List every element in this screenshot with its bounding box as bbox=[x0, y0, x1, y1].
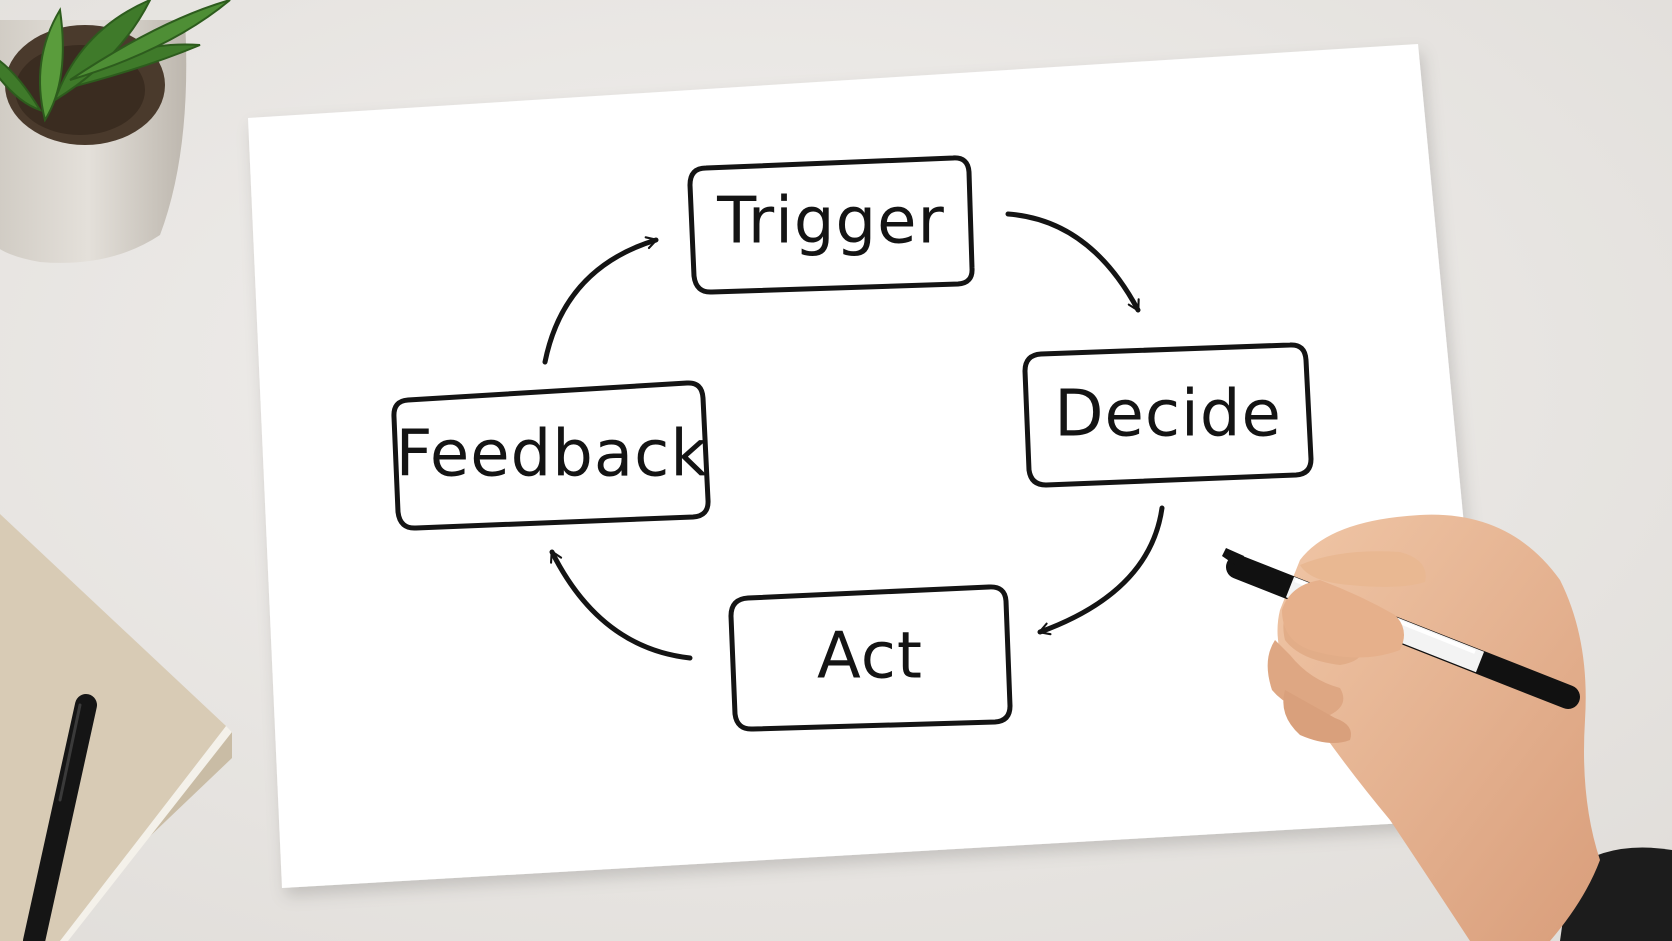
node-box-decide bbox=[1022, 342, 1314, 488]
thumb bbox=[1282, 580, 1404, 658]
node-label-feedback: Feedback bbox=[396, 418, 709, 492]
node-box-feedback bbox=[391, 380, 711, 531]
node-label-decide: Decide bbox=[1054, 378, 1282, 452]
pen-icon bbox=[23, 694, 97, 941]
arrow-act-to-feedback bbox=[549, 549, 693, 661]
node-box-trigger bbox=[687, 155, 975, 295]
diagram bbox=[391, 155, 1314, 732]
node-label-trigger: Trigger bbox=[716, 185, 945, 259]
arrow-feedback-to-trigger bbox=[542, 236, 659, 365]
paper-sheet bbox=[248, 44, 1492, 888]
arrow-trigger-to-decide bbox=[1005, 211, 1141, 313]
node-box-act bbox=[728, 584, 1013, 732]
arrow-decide-to-act bbox=[1037, 505, 1165, 636]
node-label-act: Act bbox=[817, 620, 923, 694]
plant-leaves bbox=[0, 0, 231, 123]
